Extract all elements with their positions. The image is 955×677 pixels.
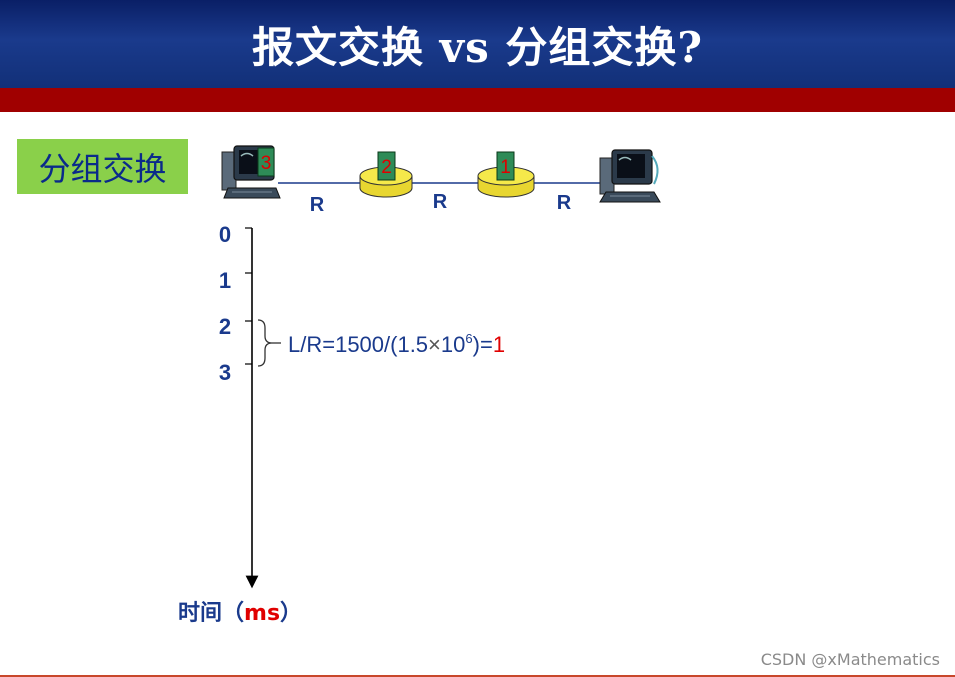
formula-times: × xyxy=(428,332,441,357)
packet-3: 3 xyxy=(257,147,275,177)
formula-result: 1 xyxy=(493,332,505,357)
packet-1-label: 1 xyxy=(500,157,511,178)
transmission-delay-formula: L/R=1500/(1.5×106)=1 xyxy=(288,331,505,357)
link-label-2: R xyxy=(433,191,448,213)
time-ticks: 0 1 2 3 xyxy=(219,222,231,385)
page-title: 报文交换 vs 分组交换? xyxy=(252,22,703,72)
axis-label-suffix: ） xyxy=(280,601,302,626)
link-label-1: R xyxy=(310,194,325,216)
time-axis xyxy=(245,227,259,589)
accent-bar xyxy=(0,88,955,112)
link-label-3: R xyxy=(557,192,572,214)
packet-2: 2 xyxy=(377,151,396,181)
axis-label-prefix: 时间（ xyxy=(178,601,244,626)
destination-computer-icon xyxy=(599,149,661,203)
section-label: 分组交换 xyxy=(17,139,188,194)
link-labels: R R R xyxy=(310,191,572,216)
formula-close: )= xyxy=(473,332,493,357)
time-axis-label: 时间（ms） xyxy=(178,601,302,626)
axis-label-unit: ms xyxy=(244,601,280,626)
tick-label-3: 3 xyxy=(219,360,231,385)
bottom-divider xyxy=(0,675,955,677)
packet-2-label: 2 xyxy=(381,157,392,178)
formula-main: L/R=1500/(1.5 xyxy=(288,332,428,357)
packet-1: 1 xyxy=(496,151,515,181)
tick-label-2: 2 xyxy=(219,314,231,339)
packet-3-label: 3 xyxy=(261,153,272,174)
formula-exponent: 6 xyxy=(465,331,472,346)
formula-base: 10 xyxy=(441,332,465,357)
interval-brace xyxy=(257,319,273,367)
tick-label-1: 1 xyxy=(219,268,231,293)
tick-label-0: 0 xyxy=(219,222,231,247)
title-banner xyxy=(0,0,955,88)
watermark: CSDN @xMathematics xyxy=(760,650,940,669)
